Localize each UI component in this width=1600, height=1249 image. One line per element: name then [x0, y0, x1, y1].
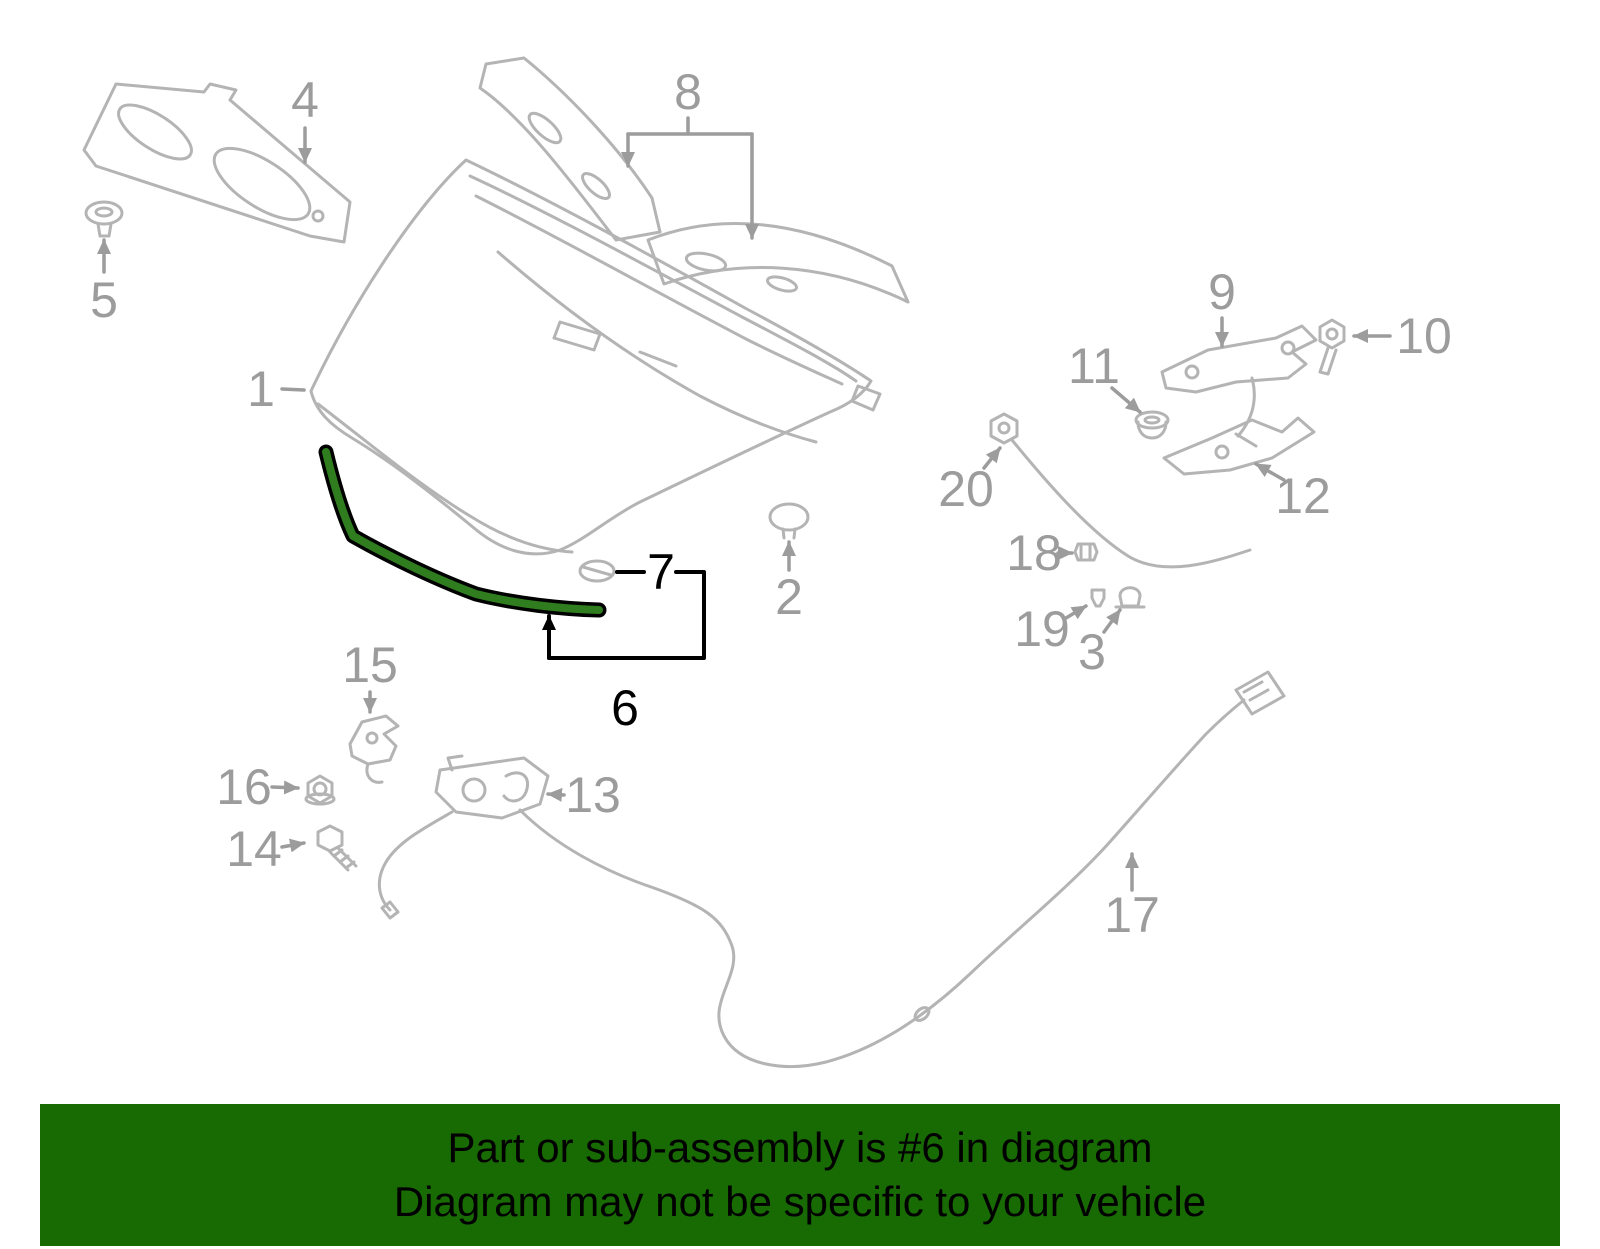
hood-prop-rod: [1010, 438, 1252, 569]
hood-latch: [434, 754, 550, 820]
leader-19: [1064, 604, 1088, 620]
hood-hinge-upper: [1160, 324, 1318, 438]
part-label-6: 6: [611, 680, 639, 736]
part-label-8: 8: [674, 64, 702, 120]
part-label-11: 11: [1068, 338, 1120, 394]
safety-hook: [348, 714, 400, 784]
leader-11: [1110, 386, 1142, 414]
hood-bumper-oval: [768, 502, 810, 540]
part-label-10: 10: [1396, 308, 1452, 364]
leader-14: [280, 838, 306, 853]
part-label-2: 2: [775, 569, 803, 625]
rod-nut: [989, 412, 1019, 445]
part-label-19: 19: [1014, 601, 1070, 657]
bracket-6: [547, 570, 706, 660]
part-label-14: 14: [226, 821, 282, 877]
part-label-3: 3: [1078, 624, 1106, 680]
rod-pin: [1090, 588, 1106, 608]
highlight-callout: [542, 570, 706, 660]
hinge-bolt: [1318, 318, 1346, 376]
banner-line2: Diagram may not be specific to your vehi…: [393, 1178, 1207, 1225]
release-cable: [377, 670, 1286, 1068]
part-label-9: 9: [1208, 264, 1236, 320]
leader-20: [982, 446, 1002, 470]
rod-cap: [1114, 586, 1146, 609]
part-label-4: 4: [291, 72, 319, 128]
cowl-top-panel: [82, 82, 352, 244]
leader-13: [546, 787, 566, 802]
callout-leaders: [97, 116, 1392, 892]
part-label-18: 18: [1006, 525, 1062, 581]
cowl-grommet: [84, 200, 124, 238]
part-label-13: 13: [565, 767, 621, 823]
hinge-grommet: [1134, 410, 1170, 440]
part-label-12: 12: [1275, 468, 1331, 524]
latch-bolt: [316, 824, 358, 872]
parts-diagram: 4 5 8 1 2 7 6 9 10 11 12 20 18 19 3 15 1…: [82, 56, 1452, 1068]
hood-seal-highlight: [318, 444, 607, 618]
part-label-16: 16: [216, 759, 272, 815]
part-label-15: 15: [342, 637, 398, 693]
latch-nut: [304, 774, 336, 806]
hood-insulator-pads: [478, 56, 910, 304]
part-label-5: 5: [90, 272, 118, 328]
hood-hinge-lower: [1162, 416, 1316, 476]
leader-1: [280, 387, 306, 392]
leader-16: [270, 780, 300, 795]
seal-clip: [578, 559, 616, 583]
footer-banner: Part or sub-assembly is #6 in diagram Di…: [40, 1104, 1560, 1246]
part-label-7: 7: [647, 544, 675, 600]
leader-8: [626, 116, 754, 136]
leader-12: [1254, 462, 1286, 482]
leader-3: [1102, 608, 1122, 634]
part-label-17: 17: [1104, 887, 1160, 943]
part-labels: 4 5 8 1 2 7 6 9 10 11 12 20 18 19 3 15 1…: [90, 64, 1452, 943]
part-label-1: 1: [247, 361, 275, 417]
hood-panel: [309, 158, 882, 556]
part-label-20: 20: [938, 461, 994, 517]
rod-clip: [1073, 542, 1099, 562]
banner-line1: Part or sub-assembly is #6 in diagram: [447, 1123, 1153, 1171]
